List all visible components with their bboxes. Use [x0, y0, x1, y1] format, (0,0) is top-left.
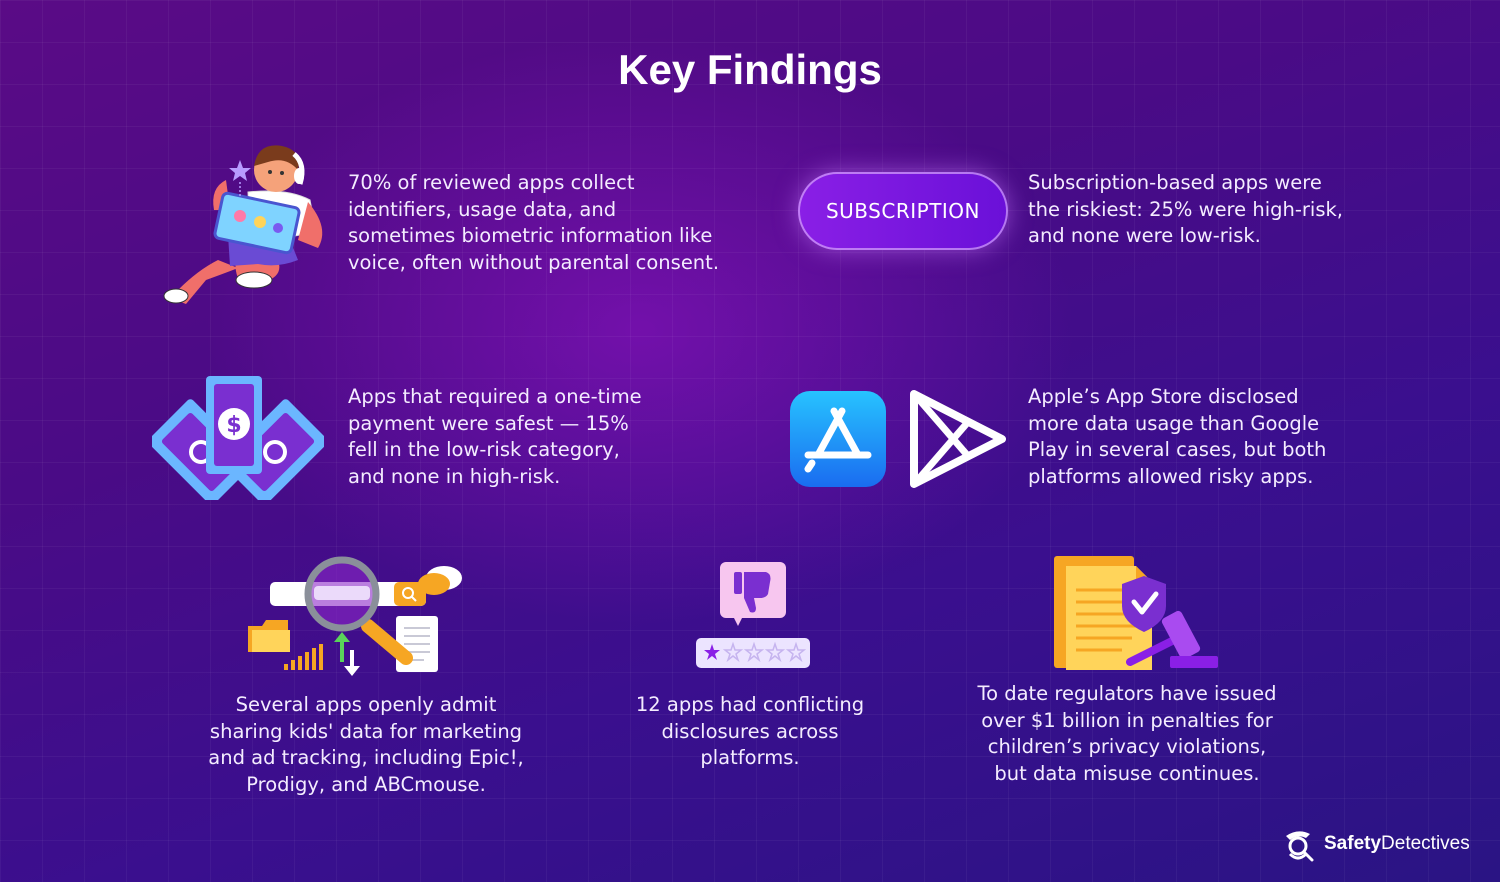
finding-1-text: 70% of reviewed apps collect identifiers…: [348, 171, 720, 274]
google-play-icon: [910, 390, 1006, 488]
detective-logo-icon: [1286, 831, 1314, 862]
thumbs-down-rating-icon: [696, 562, 810, 668]
finding-4-text: Apple’s App Store disclosed more data us…: [1028, 385, 1327, 488]
legal-penalty-icon: [1054, 556, 1218, 670]
svg-text:$: $: [226, 413, 241, 438]
finding-6-text: 12 apps had conflicting disclosures acro…: [635, 693, 865, 769]
finding-5-text: Several apps openly admit sharing kids' …: [208, 693, 524, 796]
child-tablet-icon: [163, 145, 323, 304]
app-store-icon: [790, 391, 886, 487]
subscription-pill: SUBSCRIPTION: [798, 172, 1008, 250]
money-icon: $: [152, 376, 324, 500]
brand-name: SafetyDetectives: [1324, 833, 1470, 854]
finding-7-text: To date regulators have issued over $1 b…: [977, 682, 1277, 785]
finding-2-text: Subscription-based apps were the riskies…: [1028, 171, 1343, 247]
finding-3-text: Apps that required a one-time payment we…: [348, 385, 642, 488]
brand-logo: SafetyDetectives: [1280, 826, 1470, 862]
data-tracking-icon: [248, 556, 462, 676]
page-title: Key Findings: [618, 46, 882, 93]
